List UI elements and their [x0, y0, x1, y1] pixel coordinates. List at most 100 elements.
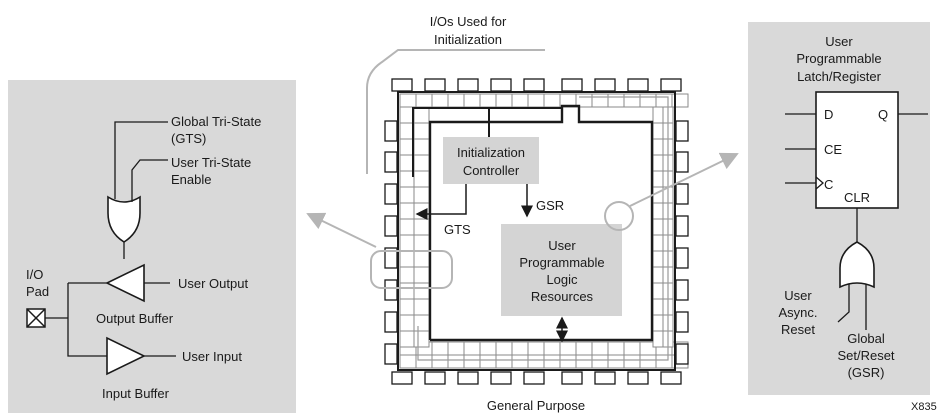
io-callout-arrow: [306, 212, 377, 248]
io-cell: [399, 298, 415, 316]
io-cell: [399, 106, 415, 124]
register-pin-wires: [785, 113, 928, 184]
io-cell: [431, 354, 449, 369]
tristate-input-wires: [114, 121, 168, 259]
io-cell: [399, 250, 415, 268]
io-pad-bottom: [594, 371, 616, 385]
io-cell: [623, 341, 641, 356]
io-pad-right: [675, 311, 689, 333]
gts-signal-label: GTS: [444, 222, 471, 237]
io-pad-left: [384, 279, 398, 301]
io-cell: [591, 93, 609, 108]
io-cell: [399, 122, 415, 140]
io-pad-left: [384, 343, 398, 365]
input-buffer-label: Input Buffer: [102, 386, 170, 401]
io-cell: [447, 341, 465, 356]
general-purpose-label: General Purpose: [487, 398, 585, 413]
init-controller-label-line1: Initialization: [457, 145, 525, 160]
io-pad-right: [675, 183, 689, 205]
io-cell: [575, 341, 593, 356]
register-callout-arrow: [629, 152, 739, 207]
io-cell: [652, 330, 664, 348]
io-cell: [652, 122, 664, 140]
io-cell: [652, 298, 664, 316]
latch-register-box: [815, 91, 899, 209]
io-cell: [415, 93, 433, 108]
io-cell: [543, 341, 561, 356]
io-pad-bottom: [391, 371, 413, 385]
io-cell: [413, 106, 430, 124]
io-cell: [463, 93, 481, 108]
io-cell: [399, 170, 415, 188]
io-pad-bottom: [457, 371, 479, 385]
user-async-reset-line1: User: [784, 288, 812, 303]
io-cell: [652, 314, 664, 332]
io-block-panel: [8, 80, 296, 413]
io-cell: [495, 354, 513, 369]
io-cell: [399, 202, 415, 220]
logic-resources-box: [501, 224, 622, 316]
or-gate-tristate: [107, 195, 141, 243]
io-cell: [652, 154, 664, 172]
global-set-reset-line3: (GSR): [848, 365, 885, 380]
io-cell: [639, 354, 657, 369]
io-pad-left: [384, 151, 398, 173]
io-cell: [399, 234, 415, 252]
io-cell: [655, 93, 673, 108]
io-cell: [652, 282, 664, 300]
io-cell: [413, 314, 430, 332]
io-cell: [413, 250, 430, 268]
io-cell: [495, 93, 513, 108]
output-buffer-label: Output Buffer: [96, 311, 174, 326]
io-pad-top: [561, 78, 583, 92]
io-cell: [479, 354, 497, 369]
io-cell: [511, 341, 529, 356]
logic-resources-label-line1: User: [548, 238, 576, 253]
io-cell: [413, 186, 430, 204]
io-cell: [399, 218, 415, 236]
global-set-reset-line2: Set/Reset: [837, 348, 894, 363]
io-cell: [527, 354, 545, 369]
io-cell: [431, 93, 449, 108]
io-pad-bottom: [561, 371, 583, 385]
io-cell: [559, 341, 577, 356]
io-cell: [607, 341, 625, 356]
pin-clr-label: CLR: [844, 190, 870, 205]
io-pad-right: [675, 279, 689, 301]
register-callout-circle: [604, 201, 634, 231]
highlight-track-right: [417, 96, 669, 361]
pin-c-label: C: [824, 177, 833, 192]
gsr-signal-label: GSR: [536, 198, 564, 213]
io-cell: [463, 341, 481, 356]
gts-arrow: [415, 184, 467, 220]
io-cell: [413, 138, 430, 156]
io-cell: [527, 341, 545, 356]
io-cell: [413, 154, 430, 172]
register-title-line1: User: [825, 34, 853, 49]
io-cell: [511, 354, 529, 369]
io-pad-label-line2: Pad: [26, 284, 49, 299]
io-pad-right: [675, 247, 689, 269]
io-cell: [413, 218, 430, 236]
io-pad-bottom: [490, 371, 512, 385]
io-cell: [591, 341, 609, 356]
io-pad-label-line1: I/O: [26, 267, 43, 282]
io-cell: [559, 354, 577, 369]
io-cell: [479, 341, 497, 356]
io-cell: [639, 93, 657, 108]
io-cell: [399, 330, 415, 348]
register-title-line2: Programmable: [796, 51, 881, 66]
io-pad-top: [523, 78, 545, 92]
io-cell: [413, 266, 430, 284]
user-input-label: User Input: [182, 349, 242, 364]
io-pad-top: [391, 78, 413, 92]
io-cell: [495, 341, 513, 356]
io-cell: [399, 138, 415, 156]
io-pad-top: [424, 78, 446, 92]
io-cell: [607, 93, 625, 108]
clock-triangle: [815, 176, 824, 190]
io-cell: [652, 234, 664, 252]
io-callout-highlight: [370, 250, 453, 289]
io-cell: [652, 266, 664, 284]
io-cell: [413, 298, 430, 316]
